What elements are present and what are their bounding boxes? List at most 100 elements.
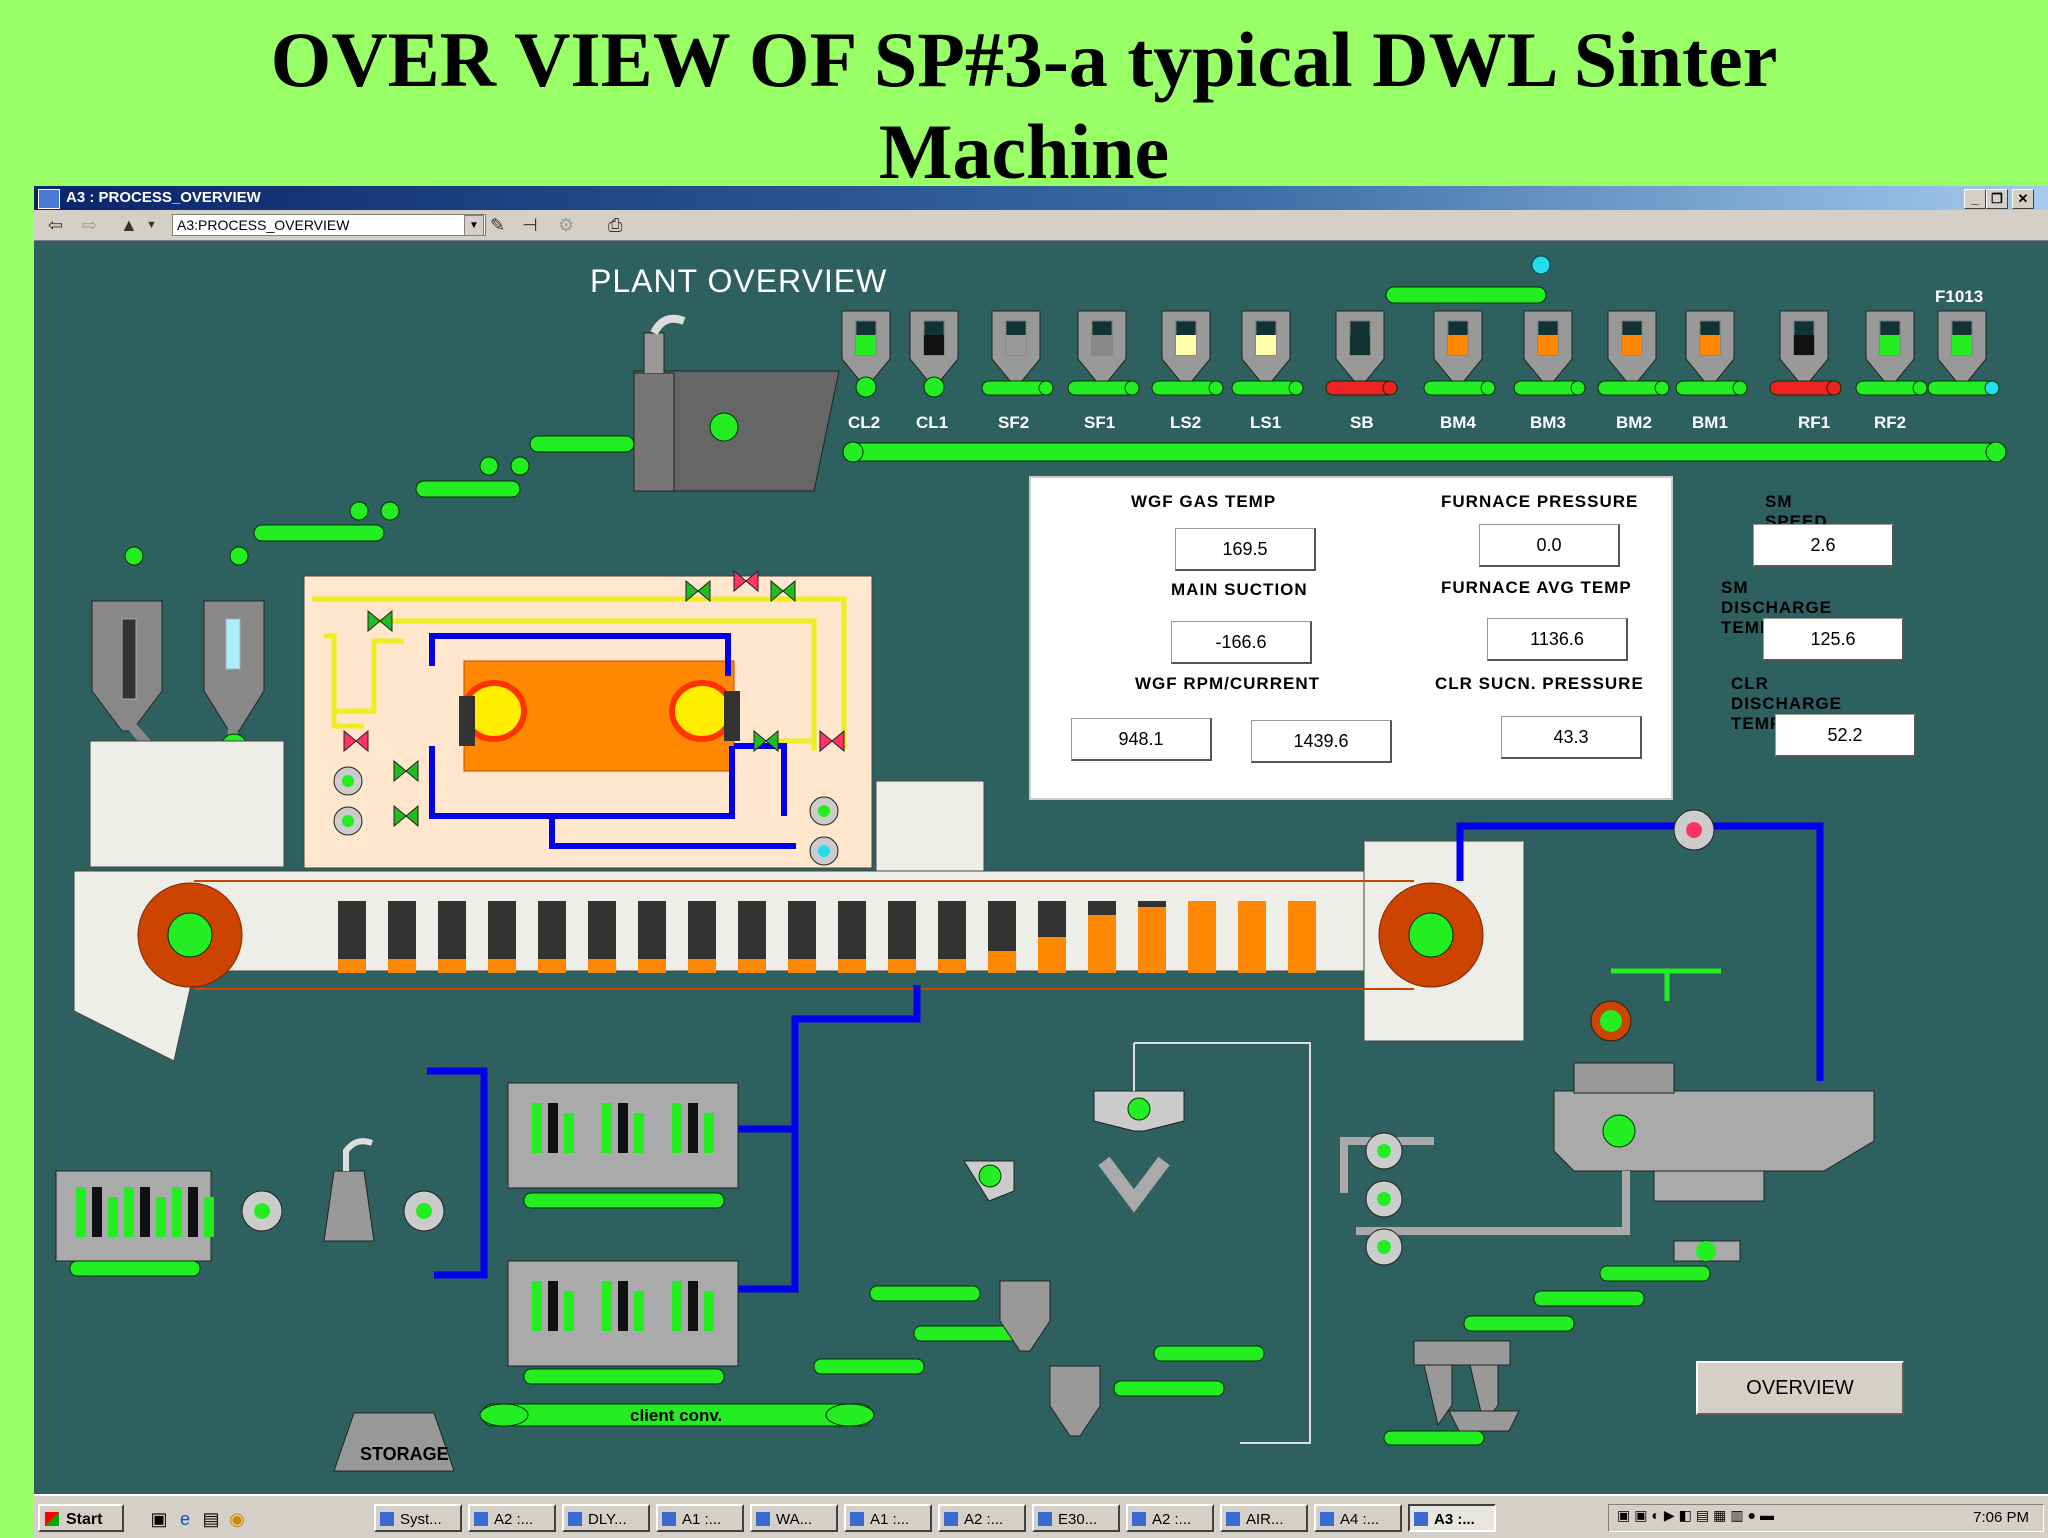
furnace-pressure-label: FURNACE PRESSURE: [1441, 492, 1639, 511]
taskbar-item[interactable]: AIR...: [1220, 1504, 1308, 1532]
start-button[interactable]: Start: [38, 1504, 124, 1532]
bin-hopper: [841, 310, 891, 398]
dc-level-bar: [172, 1187, 182, 1237]
bin-label-sf1: SF1: [1084, 413, 1116, 432]
bin-label-cl2: CL2: [848, 413, 881, 432]
pin-icon[interactable]: ⊣: [522, 215, 538, 235]
taskbar-item[interactable]: A2 :...: [1126, 1504, 1214, 1532]
slide-title: OVER VIEW OF SP#3-a typical DWL Sinter M…: [0, 14, 2048, 198]
process-overview-window: A3 : PROCESS_OVERVIEW _ ❐ ✕ ⇦ ⇨ ▲ ▼ A3:P…: [34, 186, 2048, 1538]
taskbar-item[interactable]: Syst...: [374, 1504, 462, 1532]
settings-icon[interactable]: ⚙: [558, 215, 575, 235]
taskbar-item[interactable]: A3 :...: [1408, 1504, 1496, 1532]
dc-level-bar: [76, 1187, 86, 1237]
bin-label-bm3: BM3: [1530, 413, 1566, 432]
desktop-icon[interactable]: ▣: [150, 1509, 168, 1529]
furnace-avg-temp-label: FURNACE AVG TEMP: [1441, 578, 1632, 597]
minimize-button[interactable]: _: [1964, 189, 1986, 209]
bin-hopper: [1325, 310, 1398, 396]
bin-label-rf1: RF1: [1798, 413, 1831, 432]
bin-label-rf2: RF2: [1874, 413, 1907, 432]
dc-level-bar: [672, 1103, 682, 1153]
product-conveyors: [813, 1265, 1711, 1446]
print-icon[interactable]: ⎙: [608, 215, 623, 235]
app-icon: [38, 189, 60, 209]
bin-hopper: [1927, 310, 2000, 396]
wgf-current-value: 1439.6: [1251, 720, 1392, 763]
dc-level-bar: [602, 1103, 612, 1153]
bin-hopper: [1769, 310, 1842, 396]
toolbar: ⇦ ⇨ ▲ ▼ A3:PROCESS_OVERVIEW ▼ ✎ ⊣ ⚙ ⎙: [34, 210, 2048, 241]
taskbar-item[interactable]: A1 :...: [656, 1504, 744, 1532]
proportioning-bins: [841, 310, 2000, 398]
furnace-pressure-value: 0.0: [1479, 524, 1620, 567]
address-dropdown-icon[interactable]: ▼: [464, 215, 484, 236]
clr-discharge-temp-label: CLR DISCHARGE TEMP: [1731, 674, 1843, 733]
media-icon[interactable]: ◉: [229, 1509, 245, 1529]
slide-title-line1: OVER VIEW OF SP#3-a typical DWL Sinter: [270, 16, 1778, 103]
sm-speed-value: 2.6: [1753, 524, 1894, 567]
dust-collector-conveyors: [69, 1192, 725, 1385]
bin-label-bm1: BM1: [1692, 413, 1728, 432]
address-input[interactable]: A3:PROCESS_OVERVIEW: [172, 214, 486, 236]
bin-hopper: [981, 310, 1054, 396]
bin-hopper: [909, 310, 959, 398]
bin-label-ls1: LS1: [1250, 413, 1282, 432]
hood-box: [875, 780, 985, 872]
feeder-box: [89, 740, 285, 868]
taskbar-item[interactable]: WA...: [750, 1504, 838, 1532]
forward-arrow-icon[interactable]: ⇨: [82, 215, 98, 235]
back-arrow-icon[interactable]: ⇦: [48, 215, 64, 235]
furnace-fans: [333, 766, 839, 866]
plant-mimic-diagram: [55, 255, 2007, 1472]
browser-icon[interactable]: e: [179, 1509, 190, 1529]
bin-label-bm2: BM2: [1616, 413, 1652, 432]
window-titlebar[interactable]: A3 : PROCESS_OVERVIEW _ ❐ ✕: [34, 186, 2048, 210]
storage-label: STORAGE: [360, 1444, 449, 1464]
cooler: [1340, 809, 1875, 1266]
clr-discharge-temp-value: 52.2: [1775, 714, 1916, 757]
main-suction-label: MAIN SUCTION: [1171, 580, 1308, 599]
raw-material-main-conveyor: [843, 442, 2007, 462]
top-belt-conveyor: [1385, 286, 1547, 304]
sinter-pallet-bed: [338, 901, 1316, 973]
network-icon[interactable]: ▲: [120, 215, 138, 235]
taskbar-item[interactable]: A2 :...: [938, 1504, 1026, 1532]
bin-hopper: [1231, 310, 1304, 396]
client-conv-label: client conv.: [630, 1406, 723, 1425]
tray-icons[interactable]: ▣▣◐▶◧▤▦▥●▬: [1617, 1507, 1779, 1523]
open-icon[interactable]: ✎: [490, 215, 506, 235]
bin-hopper: [1675, 310, 1748, 396]
taskbar-item[interactable]: A1 :...: [844, 1504, 932, 1532]
taskbar-item[interactable]: E30...: [1032, 1504, 1120, 1532]
bin-label-ls2: LS2: [1170, 413, 1202, 432]
wgf-rpm-current-label: WGF RPM/CURRENT: [1135, 674, 1320, 693]
overview-button[interactable]: OVERVIEW: [1696, 1361, 1904, 1415]
bin-hopper: [1513, 310, 1586, 396]
bin-hopper: [1151, 310, 1224, 396]
network-dropdown-icon[interactable]: ▼: [146, 219, 157, 231]
furnace-avg-temp-value: 1136.6: [1487, 618, 1628, 661]
taskbar-item[interactable]: A4 :...: [1314, 1504, 1402, 1532]
readings-panel: WGF GAS TEMP 169.5 FURNACE PRESSURE 0.0 …: [1029, 476, 1916, 800]
wgf-gas-temp-value: 169.5: [1175, 528, 1316, 571]
clr-sucn-pressure-value: 43.3: [1501, 716, 1642, 759]
bin-label-cl1: CL1: [916, 413, 949, 432]
window-title: A3 : PROCESS_OVERVIEW: [66, 189, 261, 206]
system-tray: ▣▣◐▶◧▤▦▥●▬ 7:06 PM: [1608, 1504, 2044, 1532]
close-button[interactable]: ✕: [2012, 189, 2034, 209]
client-conveyor: [479, 1403, 875, 1427]
taskbar-item[interactable]: DLY...: [562, 1504, 650, 1532]
feed-conveyors: [124, 435, 635, 566]
tag-f1013: F1013: [1935, 287, 1984, 306]
screens-hoppers: [963, 1090, 1520, 1437]
restore-button[interactable]: ❐: [1986, 189, 2008, 209]
storage-pile: [333, 1412, 455, 1472]
taskbar-item[interactable]: A2 :...: [468, 1504, 556, 1532]
explorer-icon[interactable]: ▤: [202, 1509, 220, 1529]
plant-overview-title: PLANT OVERVIEW: [590, 263, 888, 299]
bin-hopper: [1597, 310, 1670, 396]
dc-level-bar: [532, 1281, 542, 1331]
taskbar: Start ▣ e ▤ ◉ Syst...A2 :...DLY...A1 :..…: [34, 1494, 2048, 1538]
